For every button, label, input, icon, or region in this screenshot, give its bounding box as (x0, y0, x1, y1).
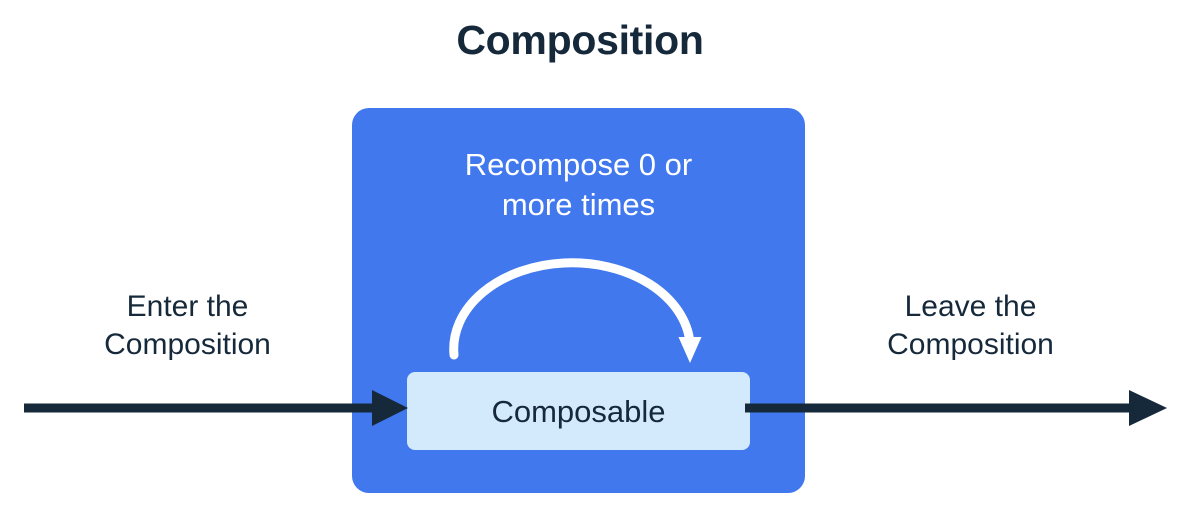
leave-arrow-icon (745, 390, 1167, 426)
recompose-caption: Recompose 0 or more times (464, 147, 693, 223)
enter-composition-label: Enter the Composition (104, 290, 271, 362)
composition-box: Recompose 0 or more times Composable (352, 108, 805, 493)
loop-arrow-icon (449, 258, 702, 363)
page-title: Composition (456, 17, 704, 63)
composable-box: Composable (407, 372, 750, 450)
leave-composition-label: Leave the Composition (887, 290, 1054, 362)
enter-arrow-icon (24, 390, 408, 426)
composable-label: Composable (491, 393, 666, 429)
